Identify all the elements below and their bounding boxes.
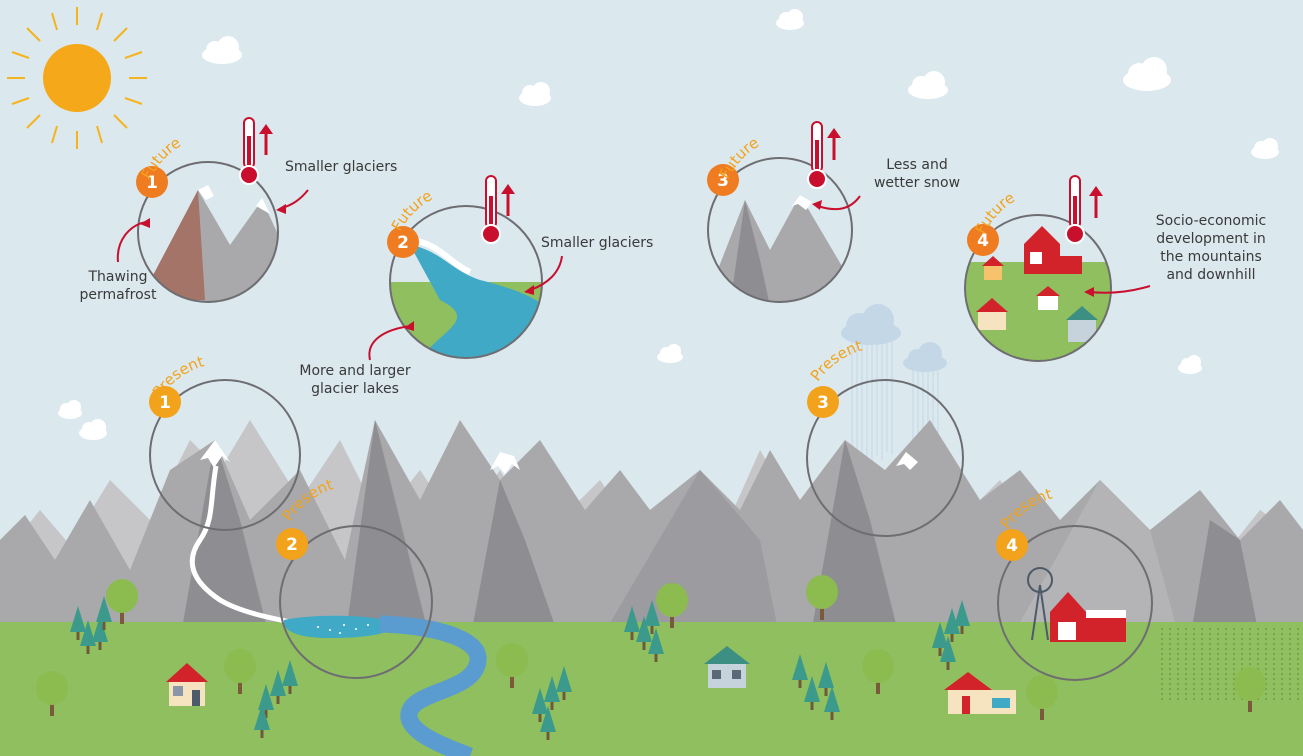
badge-future-1: 1 [136,166,168,198]
callout-arrow [817,195,861,211]
cloud-icon [1251,138,1279,159]
cloud-icon [1178,355,1202,374]
thermometer-icon [481,175,501,244]
callout-arrow [368,325,411,361]
cloud-icon [657,344,683,363]
badge-present-3: 3 [807,386,839,418]
label-socio-economic: Socio-economic development in the mounta… [1136,212,1286,284]
mountain-range [0,420,1303,640]
label-smaller-glaciers-2: Smaller glaciers [541,235,654,251]
glacier-stream [189,465,301,627]
label-line: and downhill [1166,267,1256,283]
badge-future-4: 4 [967,224,999,256]
label-line: permafrost [79,287,157,303]
present-scene-3 [806,379,964,537]
svg-text:2: 2 [397,233,409,253]
callout-arrow [1089,285,1151,294]
arrow-up-icon [827,128,841,160]
cloud-icon [776,9,804,30]
svg-text:2: 2 [286,535,298,555]
svg-text:4: 4 [977,231,989,251]
badge-present-1: 1 [149,386,181,418]
label-line: Socio-economic [1155,213,1267,229]
label-glacier-lakes: More and larger glacier lakes [290,362,420,398]
cloud-icon [519,82,551,106]
callout-arrow [529,255,563,291]
svg-text:1: 1 [146,173,158,193]
windmill-icon [1027,567,1053,641]
future-scene-2 [389,205,543,359]
badge-present-2: 2 [276,528,308,560]
label-line: Thawing [88,269,148,285]
sun-icon [7,7,147,149]
cloud-icon [79,419,107,440]
svg-text:4: 4 [1006,536,1018,556]
future-scene-1 [137,161,279,303]
label-smaller-glaciers-1: Smaller glaciers [285,159,398,175]
glacier-lake [283,615,394,638]
cloud-icon [908,71,948,99]
cloud-icon [202,36,242,64]
house-icon [166,663,208,706]
label-line: glacier lakes [311,381,399,397]
label-less-wetter-snow: Less and wetter snow [862,156,972,192]
arrow-up-icon [259,124,273,155]
label-thawing-permafrost: Thawing permafrost [70,268,166,304]
present-scene-2 [279,525,433,679]
svg-text:3: 3 [717,171,729,191]
cloud-icon [58,400,82,419]
svg-text:1: 1 [159,393,171,413]
house-icon [944,672,1016,714]
svg-text:3: 3 [817,393,829,413]
label-line: Less and [886,157,948,173]
river [379,615,487,756]
label-line: More and larger [299,363,411,379]
thermometer-icon [807,121,827,189]
arrow-up-icon [501,184,515,216]
cloud-icon [1123,57,1171,91]
thermometer-icon [239,117,259,185]
house-icon [704,646,750,688]
barn-icon [1050,592,1126,642]
badge-future-2: 2 [387,226,419,258]
label-line: the mountains [1160,249,1262,265]
badge-future-3: 3 [707,164,739,196]
arrow-up-icon [1089,186,1103,218]
thermometer-icon [1065,175,1085,244]
present-scene-4 [997,525,1153,681]
label-line: wetter snow [873,175,961,191]
present-scene-1 [149,379,301,531]
badge-present-4: 4 [996,529,1028,561]
label-line: development in [1156,231,1266,247]
